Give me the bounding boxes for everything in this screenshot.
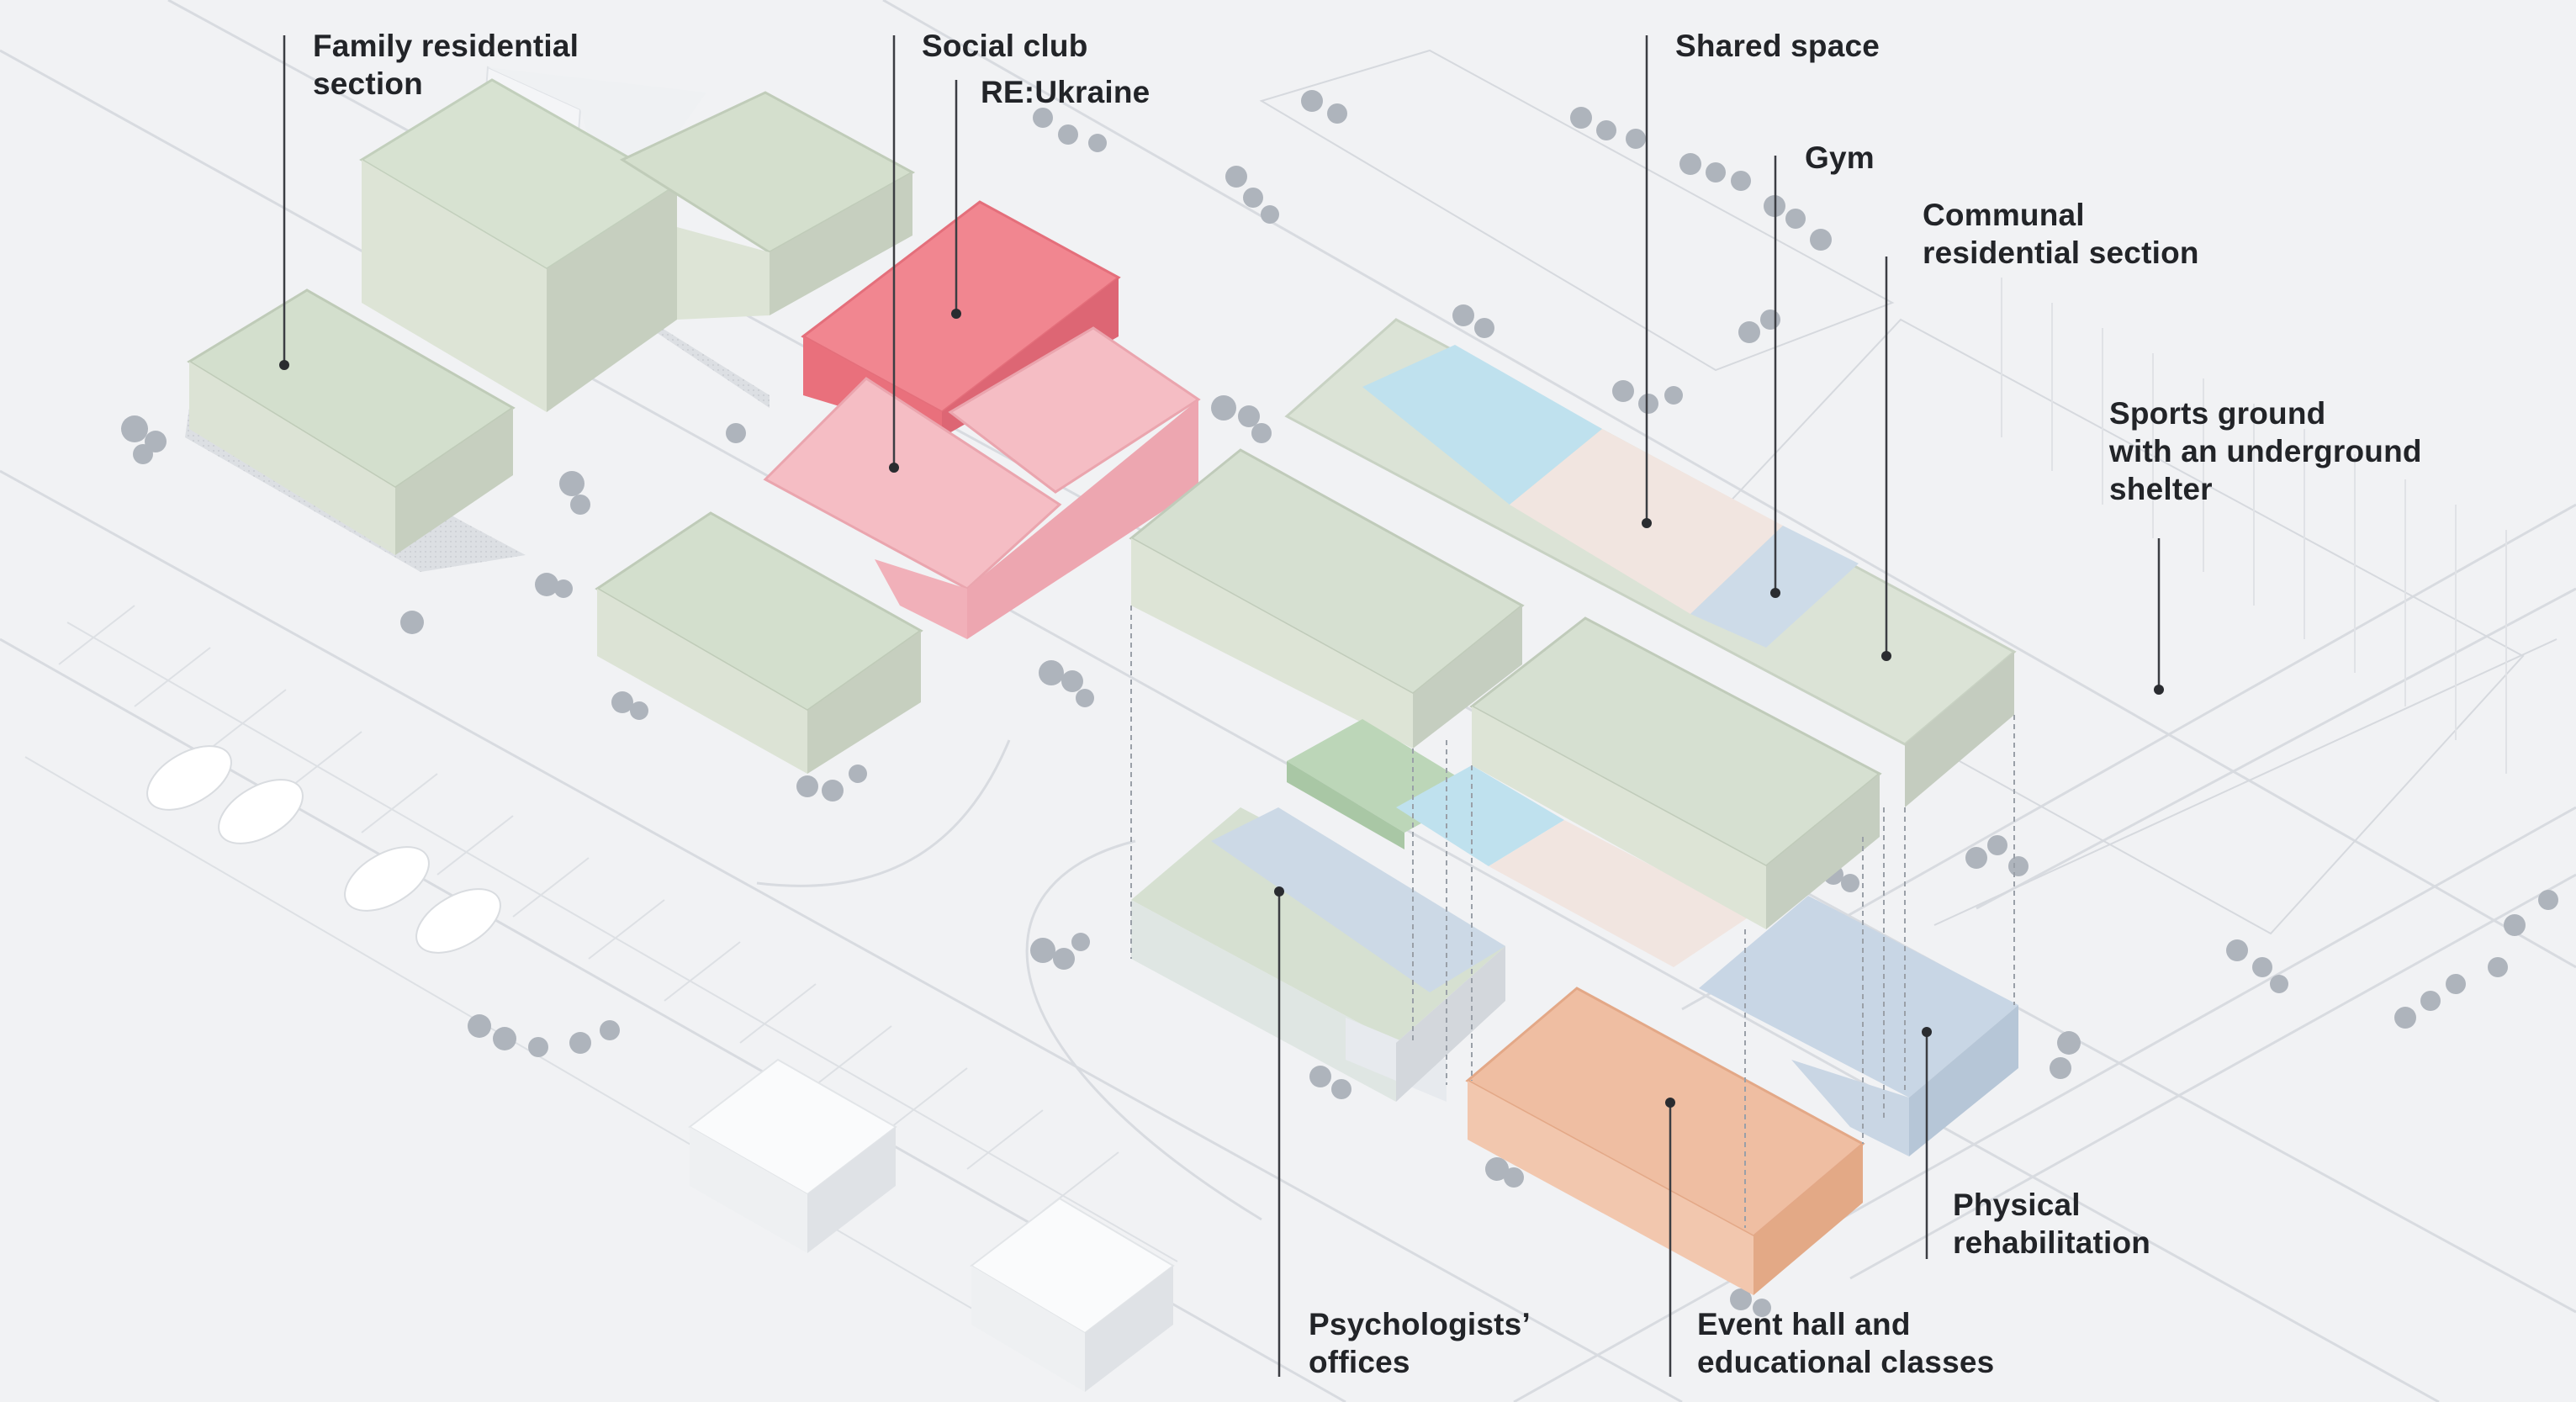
leader-lines (283, 35, 2161, 1377)
leader-dots (279, 309, 2164, 1108)
label-communal-residential-section: Communal residential section (1923, 196, 2199, 272)
label-line: section (313, 66, 423, 101)
outbuildings (688, 1058, 1175, 1392)
label-physical-rehabilitation: Physical rehabilitation (1953, 1186, 2150, 1262)
label-family-residential-section: Family residential section (313, 27, 579, 103)
label-line: Family residential (313, 29, 579, 63)
central-complex (1129, 318, 2018, 1295)
trees (121, 90, 2558, 1317)
label-event-hall: Event hall and educational classes (1697, 1305, 1994, 1381)
label-re-ukraine: RE:Ukraine (981, 73, 1150, 111)
label-line: rehabilitation (1953, 1225, 2151, 1260)
family-residential-buildings (185, 66, 923, 774)
parked-cars (146, 745, 501, 954)
label-line: offices (1309, 1345, 1410, 1379)
label-social-club: Social club (922, 27, 1088, 65)
label-line: Sports ground (2109, 396, 2326, 431)
label-line: Communal (1923, 198, 2085, 232)
label-line: Event hall and (1697, 1307, 1911, 1341)
projection-lines (1130, 606, 2015, 1228)
label-line: with an underground (2109, 434, 2422, 468)
label-line: shelter (2109, 472, 2213, 506)
label-line: residential section (1923, 235, 2199, 270)
label-gym: Gym (1805, 139, 1875, 177)
label-psychologists-offices: Psychologists’ offices (1309, 1305, 1531, 1381)
label-line: educational classes (1697, 1345, 1995, 1379)
label-line: Shared space (1675, 29, 1880, 63)
label-sports-ground: Sports ground with an underground shelte… (2109, 394, 2422, 508)
parking-lot (24, 605, 1178, 1380)
label-line: Social club (922, 29, 1088, 63)
label-line: Psychologists’ (1309, 1307, 1531, 1341)
re-ukraine-building (763, 326, 1201, 639)
label-line: RE:Ukraine (981, 75, 1150, 109)
label-line: Physical (1953, 1188, 2081, 1222)
fence-posts (2001, 278, 2507, 774)
label-shared-space: Shared space (1675, 27, 1880, 65)
label-line: Gym (1805, 140, 1875, 175)
